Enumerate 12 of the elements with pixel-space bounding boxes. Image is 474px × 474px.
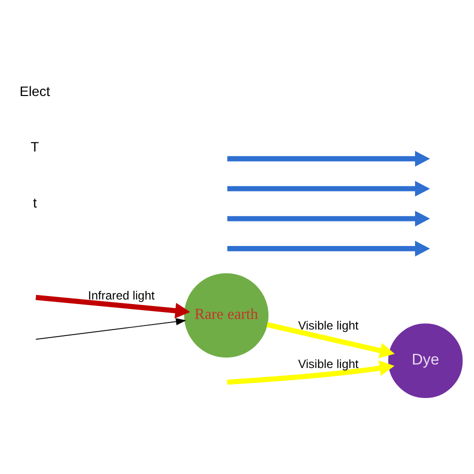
label: Elect — [20, 84, 50, 99]
edge-label: Visible light — [298, 318, 358, 332]
node-circle: Dye — [388, 323, 463, 398]
edge-label: Visible light — [298, 356, 358, 370]
arrow — [227, 360, 394, 384]
node-circle: Rare earth — [184, 272, 268, 358]
label: T — [30, 139, 40, 154]
arrow — [266, 322, 395, 358]
label: t — [32, 194, 37, 210]
arrow — [36, 294, 190, 318]
edge-label: Infrared light — [88, 288, 155, 302]
arrow — [35, 318, 186, 340]
